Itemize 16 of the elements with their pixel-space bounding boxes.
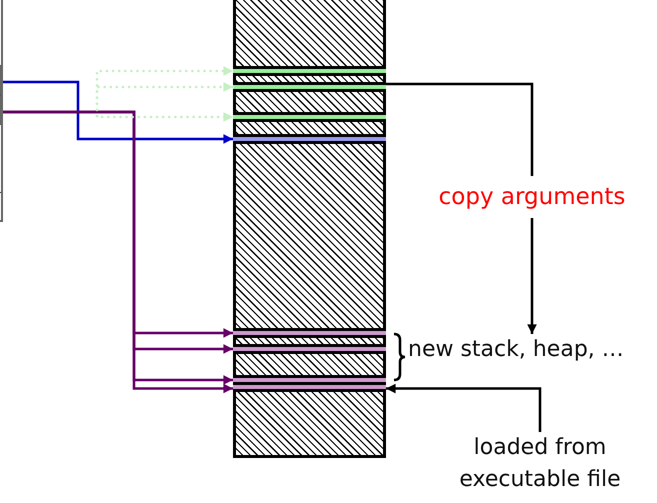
annotation-text: loaded from executable file: [440, 432, 640, 500]
memory-region: [233, 82, 386, 92]
memory-column: [233, 0, 386, 458]
annotation-text: new stack, heap, …: [408, 334, 655, 366]
memory-region: [233, 112, 386, 122]
memory-region: [233, 66, 386, 76]
arrow: [386, 82, 537, 334]
arrow: [96, 112, 234, 122]
memory-region: [233, 375, 386, 385]
memory-region: [233, 134, 386, 144]
memory-region: [233, 385, 386, 392]
arrow: [96, 82, 234, 118]
memory-region: [233, 328, 386, 338]
arrow: [3, 80, 233, 144]
arrow: [386, 384, 542, 432]
memory-region: [233, 344, 386, 354]
